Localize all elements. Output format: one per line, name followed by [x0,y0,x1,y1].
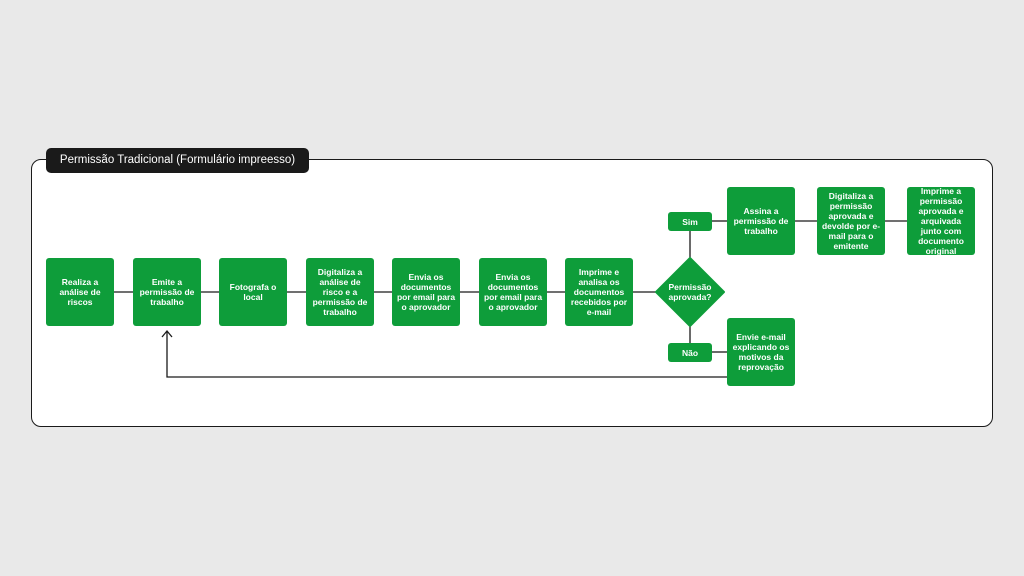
connector-loop-back [166,331,727,378]
step-rejection-email: Envie e-mail explicando os motivos da re… [727,318,795,386]
loop-arrowhead [161,329,173,338]
step-issue-permit: Emite a permissão de trabalho [133,258,201,326]
decision-yes-label: Sim [668,212,712,231]
diagram-title: Permissão Tradicional (Formulário impree… [46,148,309,173]
step-send-email-1: Envia os documentos por email para o apr… [392,258,460,326]
step-photograph-site: Fotografa o local [219,258,287,326]
step-digitize-approved: Digitaliza a permissão aprovada e devold… [817,187,885,255]
step-send-email-2: Envia os documentos por email para o apr… [479,258,547,326]
step-risk-analysis: Realiza a análise de riscos [46,258,114,326]
decision-label: Permissão aprovada? [668,282,712,302]
step-print-archive: Imprime a permissão aprovada e arquivada… [907,186,975,256]
decision-no-label: Não [668,343,712,362]
step-print-analyze: Imprime e analisa os documentos recebido… [565,258,633,326]
step-sign-permit: Assina a permissão de trabalho [727,187,795,255]
decision-diamond [655,257,725,327]
step-digitize-documents: Digitaliza a análise de risco e a permis… [306,258,374,326]
